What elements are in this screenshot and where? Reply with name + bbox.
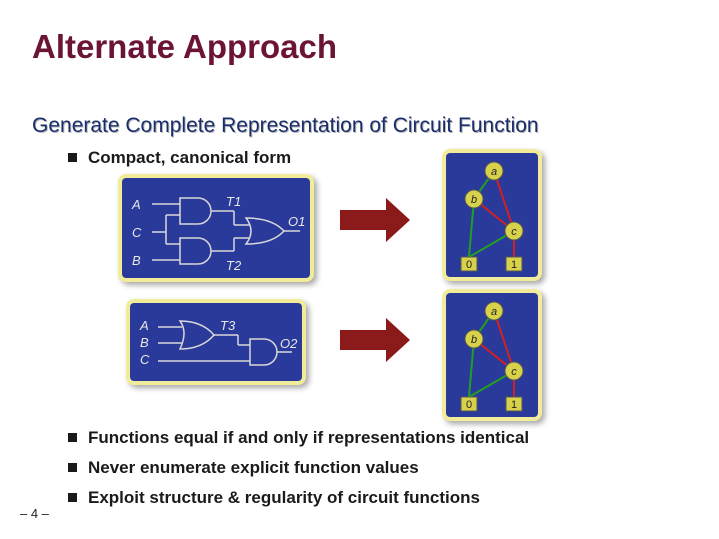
bdd-diagram-2: a b c 0 1 <box>442 289 542 421</box>
bullet-text: Functions equal if and only if represent… <box>88 428 530 447</box>
bullet-item: Never enumerate explicit function values <box>68 458 419 478</box>
slide-title: Alternate Approach <box>32 28 337 65</box>
page-number: – 4 – <box>20 506 49 521</box>
bdd2-terminal-0: 0 <box>466 399 472 411</box>
bdd1-node-b: b <box>471 194 477 206</box>
right-arrow-icon <box>340 198 410 242</box>
bullet-text: Exploit structure & regularity of circui… <box>88 488 480 507</box>
circuit2-input-c: C <box>140 352 150 367</box>
circuit2-input-a: A <box>139 318 149 333</box>
circuit1-input-c: C <box>132 225 142 240</box>
bdd1-terminal-0: 0 <box>466 259 472 271</box>
bdd2-node-b: b <box>471 334 477 346</box>
bullet-text: Never enumerate explicit function values <box>88 458 419 477</box>
bdd1-node-a: a <box>491 166 497 178</box>
bullet-square-icon <box>68 153 77 162</box>
bdd1-node-c: c <box>511 226 517 238</box>
bdd2-node-c: c <box>511 366 517 378</box>
bullet-item: Compact, canonical form <box>68 148 291 168</box>
circuit2-input-b: B <box>140 335 149 350</box>
bullet-square-icon <box>68 433 77 442</box>
right-arrow-icon <box>340 318 410 362</box>
bullet-item: Exploit structure & regularity of circui… <box>68 488 480 508</box>
bullet-text: Compact, canonical form <box>88 148 292 167</box>
bdd-diagram-1: a b c 0 1 <box>442 149 542 281</box>
circuit2-output-label: O2 <box>280 336 298 351</box>
circuit-diagram-1: A C B T1 T2 O1 <box>118 174 314 282</box>
slide-subtitle: Generate Complete Representation of Circ… <box>32 114 539 137</box>
circuit1-output-label: O1 <box>288 214 305 229</box>
bdd1-terminal-1: 1 <box>511 259 517 271</box>
circuit1-input-b: B <box>132 253 141 268</box>
bullet-item: Functions equal if and only if represent… <box>68 428 529 448</box>
bdd2-terminal-1: 1 <box>511 399 517 411</box>
circuit1-gate-label-t1: T1 <box>226 194 241 209</box>
circuit-diagram-2: A B C T3 O2 <box>126 299 306 385</box>
circuit1-input-a: A <box>131 197 141 212</box>
circuit1-gate-label-t2: T2 <box>226 258 242 273</box>
bullet-square-icon <box>68 493 77 502</box>
circuit2-gate-label-t3: T3 <box>220 318 236 333</box>
bullet-square-icon <box>68 463 77 472</box>
bdd2-node-a: a <box>491 306 497 318</box>
